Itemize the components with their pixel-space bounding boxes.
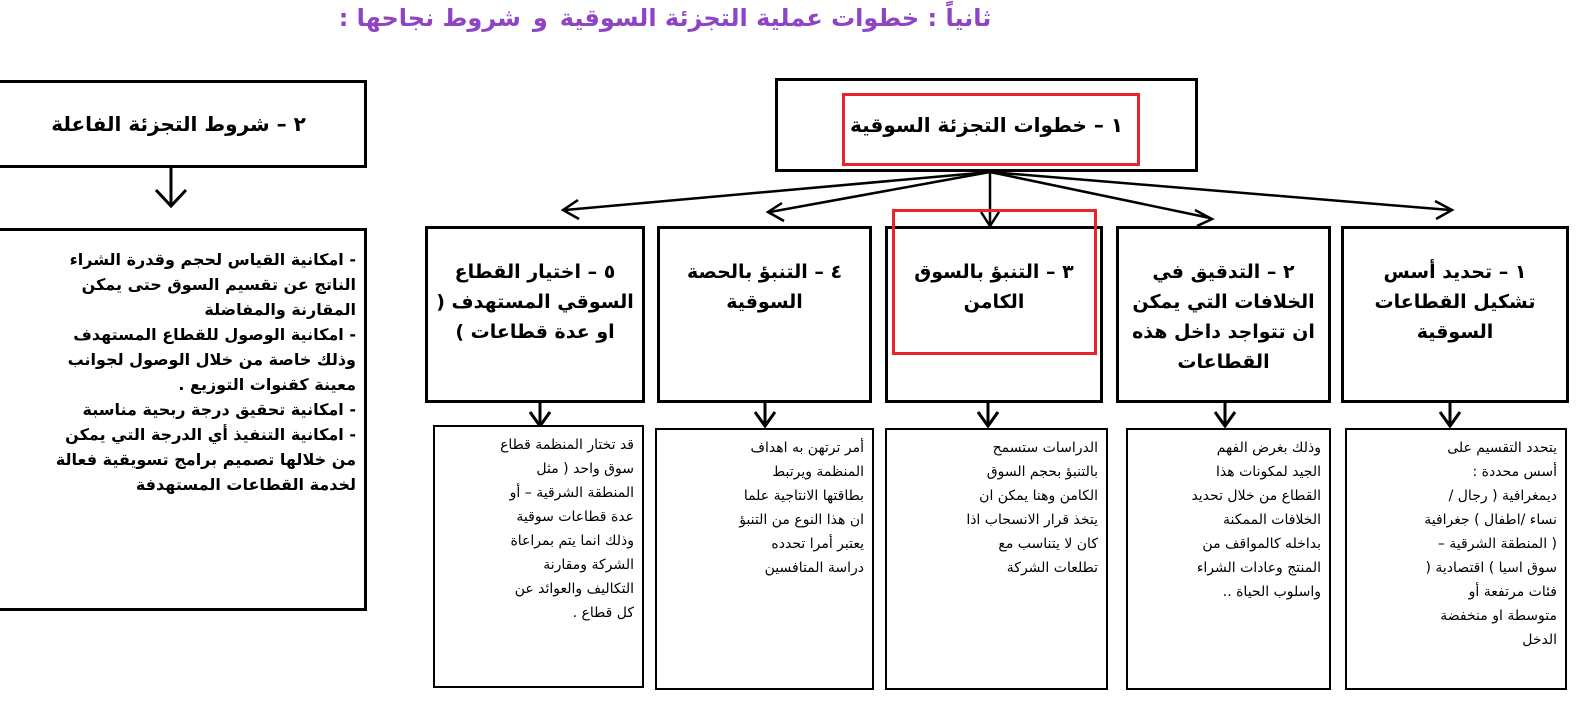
step3-desc: الدراسات ستسمح بالتنبؤ بحجم السوق الكامن…	[885, 428, 1108, 690]
step1-desc: يتحدد التقسيم على أسس محددة : ديمغرافية …	[1345, 428, 1567, 690]
arrow-to-step1	[989, 170, 1451, 212]
conditions-box: ٢ – شروط التجزئة الفاعلة	[0, 80, 367, 168]
step2-box: ٢ – التدقيق في الخلافات التي يمكن ان تتو…	[1116, 226, 1331, 403]
arrow-to-step4	[769, 170, 991, 214]
arrow-head	[753, 411, 777, 429]
arrow-head	[560, 198, 580, 221]
arrow-to-step2	[989, 170, 1211, 220]
step1-box: ١ – تحديد أسس تشكيل القطاعات السوقية	[1341, 226, 1569, 403]
arrow-head	[1213, 411, 1237, 429]
title-connector: و	[532, 4, 548, 32]
step4-box: ٤ – التنبؤ بالحصة السوقية	[657, 226, 872, 403]
conditions-label: ٢ – شروط التجزئة الفاعلة	[51, 112, 306, 136]
page-title: ثانياً : خطوات عملية التجزئة السوقية و شرو…	[0, 4, 1330, 32]
highlight-main	[842, 93, 1140, 166]
conditions-text-box: - امكانية القياس لحجم وقدرة الشراء النات…	[0, 228, 367, 611]
step2-desc: وذلك بغرض الفهم الجيد لمكونات هذا القطاع…	[1126, 428, 1331, 690]
title-part1: ثانياً : خطوات عملية التجزئة السوقية	[559, 4, 992, 32]
arrow-head	[154, 188, 188, 209]
arrow-head	[1438, 411, 1462, 429]
arrow-head	[1434, 199, 1455, 221]
step4-desc: أمر ترتهن به اهداف المنظمة ويرتبط بطاقته…	[655, 428, 874, 690]
step3-box: ٣ – التنبؤ بالسوق الكامن	[885, 226, 1103, 403]
step5-desc: قد تختار المنظمة قطاع سوق واحد ( مثل الم…	[433, 425, 644, 688]
main-steps-label: ١ – خطوات التجزئة السوقية	[849, 113, 1124, 137]
arrow-to-step5	[564, 170, 991, 212]
arrow-head	[1194, 208, 1215, 228]
highlight-step3	[892, 209, 1097, 355]
title-part2: شروط نجاحها :	[338, 4, 521, 32]
arrow-head	[976, 411, 1000, 429]
step5-box: ٥ – اختيار القطاع السوقي المستهدف ( او ع…	[425, 226, 645, 403]
arrow-head	[765, 201, 785, 223]
